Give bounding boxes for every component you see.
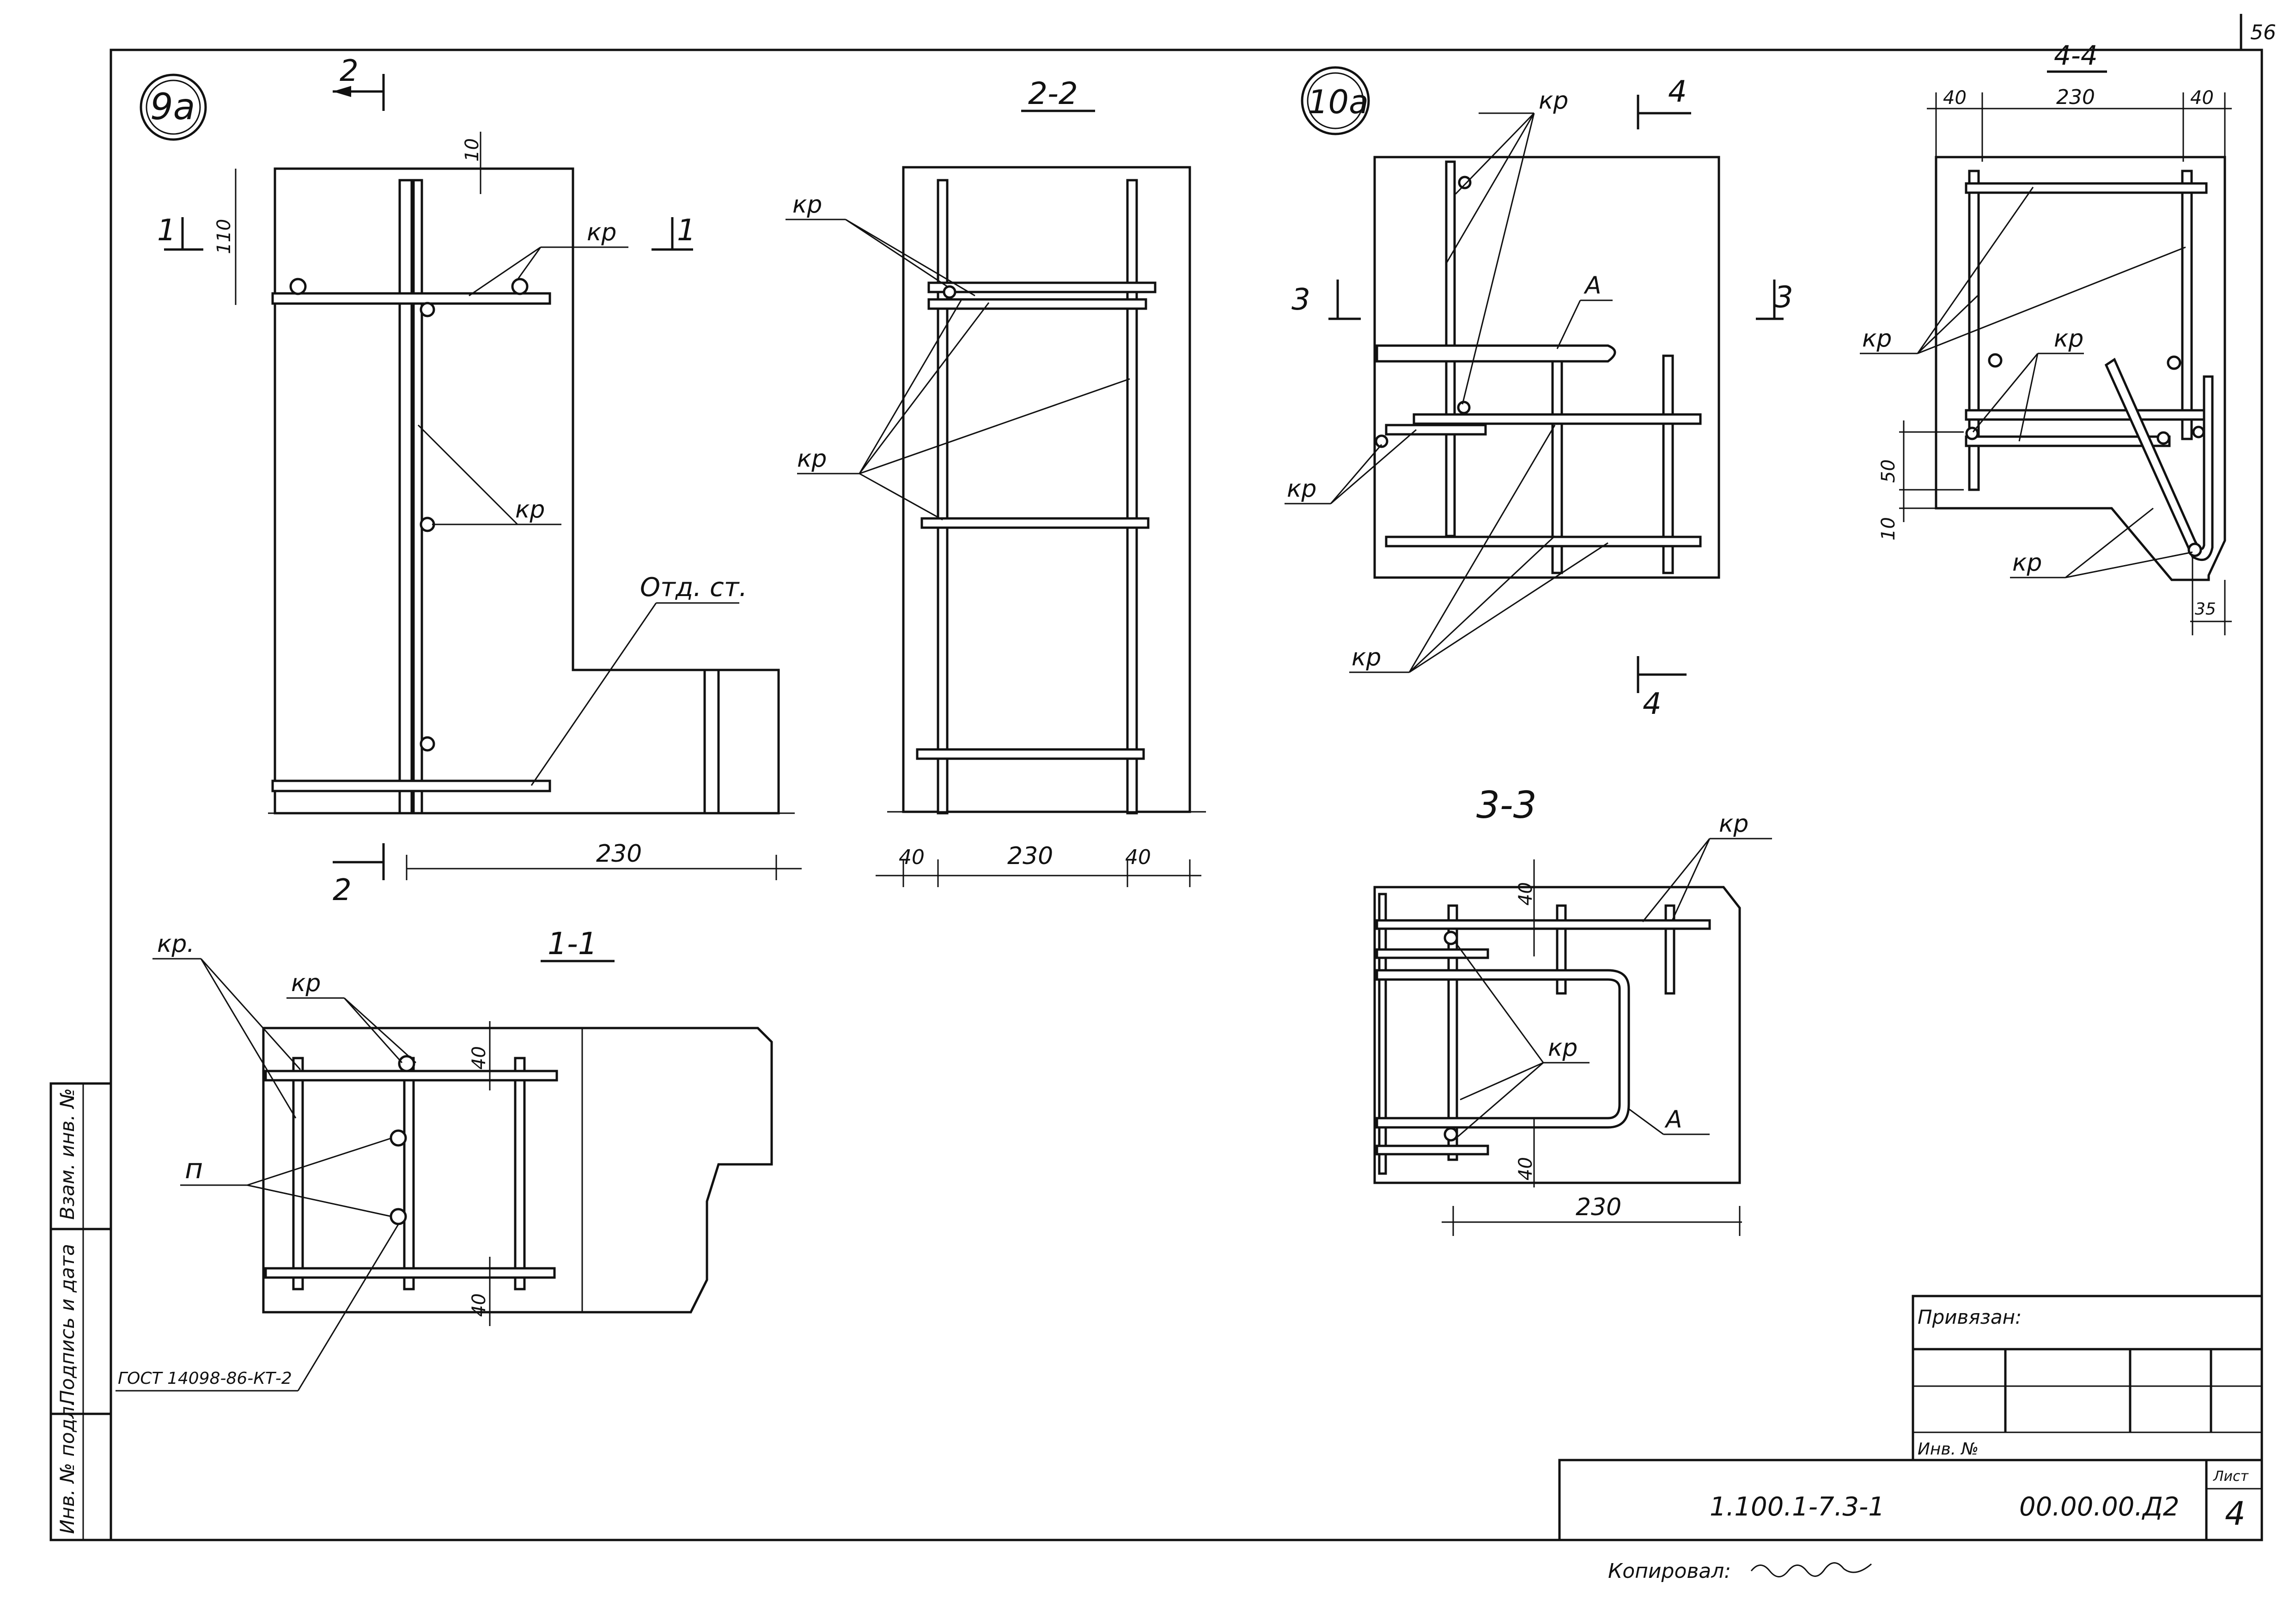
copied-by-signature [1750,1562,1872,1577]
node-9a-marker: 9а [150,86,195,128]
node-10a-label-kp-bottom: кр [1352,644,1381,671]
node-9a-label-kp1: кр [587,219,616,246]
node-9a-cut2-bottom: 2 [333,873,352,907]
stamp-inv-podl: Инв. № подл. [56,1400,79,1534]
node-9a-cut1-left: 1 [157,213,176,248]
section-1-1-label-gost: ГОСТ 14098-86-КТ-2 [118,1369,292,1388]
section-1-1-title: 1-1 [548,926,597,962]
title-list-no: 4 [2225,1495,2246,1533]
section-2-2-dim-230: 230 [1007,842,1053,870]
section-3-3-dim-40-top: 40 [1515,882,1536,906]
node-10a-cut4-bottom: 4 [1643,687,1662,721]
copied-by-label: Копировал: [1608,1559,1731,1583]
section-2-2-label-kp-top: кр [792,191,822,219]
section-4-4-dim-10: 10 [1878,517,1899,541]
section-4-4-dim-40-right: 40 [2190,87,2214,109]
title-code: 1.100.1-7.3-1 [1710,1492,1885,1522]
section-4-4-dim-40-left: 40 [1943,87,1967,109]
section-2-2-dim-40-left: 40 [899,846,925,869]
section-3-3-title: 3-3 [1476,784,1537,827]
section-4-4-dim-230: 230 [2056,85,2095,109]
section-1-1-label-p: п [185,1153,203,1185]
section-2-2-label-kp-mid: кр [797,445,827,473]
title-privyazan: Привязан: [1918,1306,2022,1328]
node-10a-label-kp-left: кр [1287,475,1316,503]
node-10a-label-a: А [1583,272,1602,299]
section-1-1-dim-40-bottom: 40 [469,1293,490,1317]
node-10a-label-kp-top: кр [1539,87,1568,115]
section-4-4-title: 4-4 [2054,40,2098,71]
section-4-4-dim-35: 35 [2195,600,2216,619]
node-9a: 9а 2 2 1 1 10 110 [140,54,802,907]
section-3-3-label-a: А [1664,1106,1682,1133]
section-3-3-label-kp-mid: кр [1548,1034,1577,1062]
node-10a-cut4-top: 4 [1668,75,1687,109]
section-1-1-dim-40-top: 40 [469,1046,490,1070]
section-2-2-title: 2-2 [1028,76,1078,111]
title-inv-no: Инв. № [1918,1440,1979,1459]
title-block: Привязан: Инв. № 1.100.1-7.3-1 00.00.00.… [1558,1295,2263,1583]
section-4-4-label-kp-bottom: кр [2012,549,2042,577]
node-10a-cut3-right: 3 [1774,280,1793,315]
stamp-vzam-inv: Взам. инв. № [56,1088,79,1220]
node-9a-cut2-top: 2 [340,54,359,88]
page-number: 56 [2250,21,2276,44]
node-9a-dim-230: 230 [596,840,642,868]
section-4-4-label-kp-left: кр [1862,325,1892,353]
section-4-4-label-kp-mid: кр [2054,325,2083,353]
node-9a-cut1-right: 1 [677,213,696,248]
sheet-frame: 56 [110,14,2276,1541]
section-4-4-dim-50: 50 [1878,459,1899,483]
node-10a: 10а 4 4 3 3 кр А [1285,66,1793,721]
section-3-3-label-kp-top: кр [1719,810,1748,838]
side-stamp: Инв. № подл. Подпись и дата Взам. инв. № [49,1082,112,1541]
section-4-4: 4-4 40 230 40 кр кр [1860,40,2232,635]
section-1-1: 1-1 кр. кр п ГОСТ 14098-86-КТ-2 40 40 [116,926,773,1392]
section-2-2-dim-40-right: 40 [1125,846,1151,869]
stamp-podpis-data: Подпись и дата [56,1244,79,1405]
section-1-1-label-kp-left: кр. [157,930,195,958]
section-2-2: 2-2 кр кр 40 230 40 [786,76,1206,887]
title-list-label: Лист [2213,1468,2249,1485]
section-3-3-dim-40-bottom: 40 [1515,1157,1536,1181]
node-9a-dim-10: 10 [462,138,483,162]
section-3-3: 3-3 кр кр А 40 40 230 [1373,784,1772,1236]
node-10a-marker: 10а [1308,83,1369,121]
node-9a-label-kp2: кр [515,496,545,523]
node-9a-label-otd: Отд. ст. [640,572,747,603]
node-9a-dim-110: 110 [213,219,235,254]
node-10a-cut3-left: 3 [1291,283,1310,317]
title-doc: 00.00.00.Д2 [2019,1492,2180,1522]
section-1-1-label-kp-top: кр [291,969,321,997]
section-3-3-dim-230: 230 [1576,1193,1621,1221]
